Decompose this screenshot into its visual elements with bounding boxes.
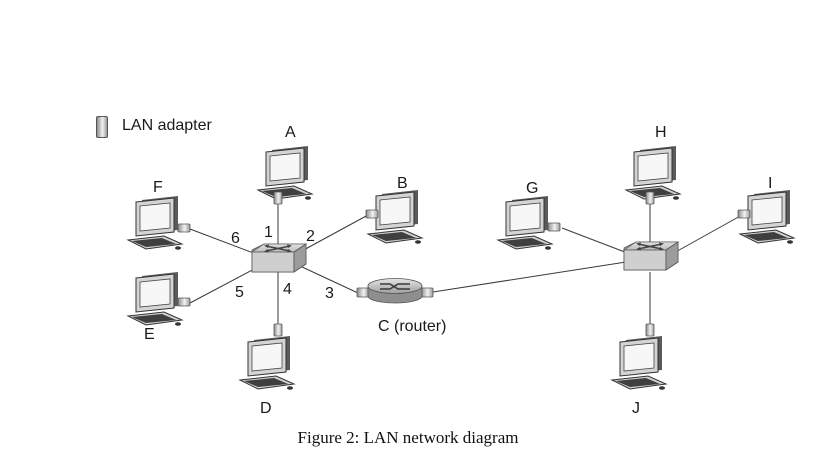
- adapter-a: [273, 191, 283, 205]
- link-switch1-B: [299, 214, 369, 253]
- port-label-2: 2: [306, 228, 315, 245]
- adapter-i: [737, 209, 751, 219]
- port-label-6: 6: [231, 230, 240, 247]
- adapter-h: [645, 191, 655, 205]
- port-label-5: 5: [235, 284, 244, 301]
- computer-h: [625, 145, 681, 205]
- switch-left: [251, 243, 307, 273]
- adapter-f: [177, 223, 191, 233]
- link-switch1-C: [299, 265, 359, 294]
- label-host-a: A: [285, 124, 296, 141]
- port-label-1: 1: [264, 224, 273, 241]
- lan-adapter-icon: [96, 116, 108, 138]
- computer-i: [737, 189, 795, 245]
- label-host-e: E: [144, 326, 155, 343]
- legend-label: LAN adapter: [122, 117, 212, 134]
- label-host-i: I: [768, 175, 773, 192]
- port-label-4: 4: [283, 281, 292, 298]
- computer-e: [127, 271, 191, 327]
- label-router-c: C (router): [378, 318, 447, 335]
- link-switch2-I: [671, 214, 743, 255]
- link-switch1-E: [189, 267, 257, 304]
- figure-caption: Figure 2: LAN network diagram: [297, 428, 519, 447]
- adapter-g: [547, 222, 561, 232]
- switch-right: [623, 241, 679, 271]
- adapter-b: [365, 209, 379, 219]
- computer-f: [127, 195, 191, 251]
- link-switch2-G: [561, 227, 631, 255]
- links: [189, 203, 743, 326]
- adapter-e: [177, 297, 191, 307]
- label-host-h: H: [655, 124, 667, 141]
- computer-j: [611, 323, 667, 391]
- router-arrows-icon: [380, 283, 410, 290]
- label-host-j: J: [632, 400, 640, 417]
- adapter-j: [645, 323, 655, 337]
- port-label-3: 3: [325, 285, 334, 302]
- router-adapter-left: [356, 287, 370, 298]
- router-c: [356, 278, 434, 304]
- computer-g: [497, 195, 561, 251]
- label-host-f: F: [153, 179, 163, 196]
- adapter-d: [273, 323, 283, 337]
- computer-b: [365, 189, 423, 245]
- computer-d: [239, 323, 295, 391]
- label-host-g: G: [526, 180, 539, 197]
- router-adapter-right: [420, 287, 434, 298]
- link-switch1-F: [189, 228, 257, 255]
- label-host-d: D: [260, 400, 272, 417]
- link-C-switch2: [432, 261, 627, 293]
- label-host-b: B: [397, 175, 408, 192]
- computer-a: [257, 145, 313, 205]
